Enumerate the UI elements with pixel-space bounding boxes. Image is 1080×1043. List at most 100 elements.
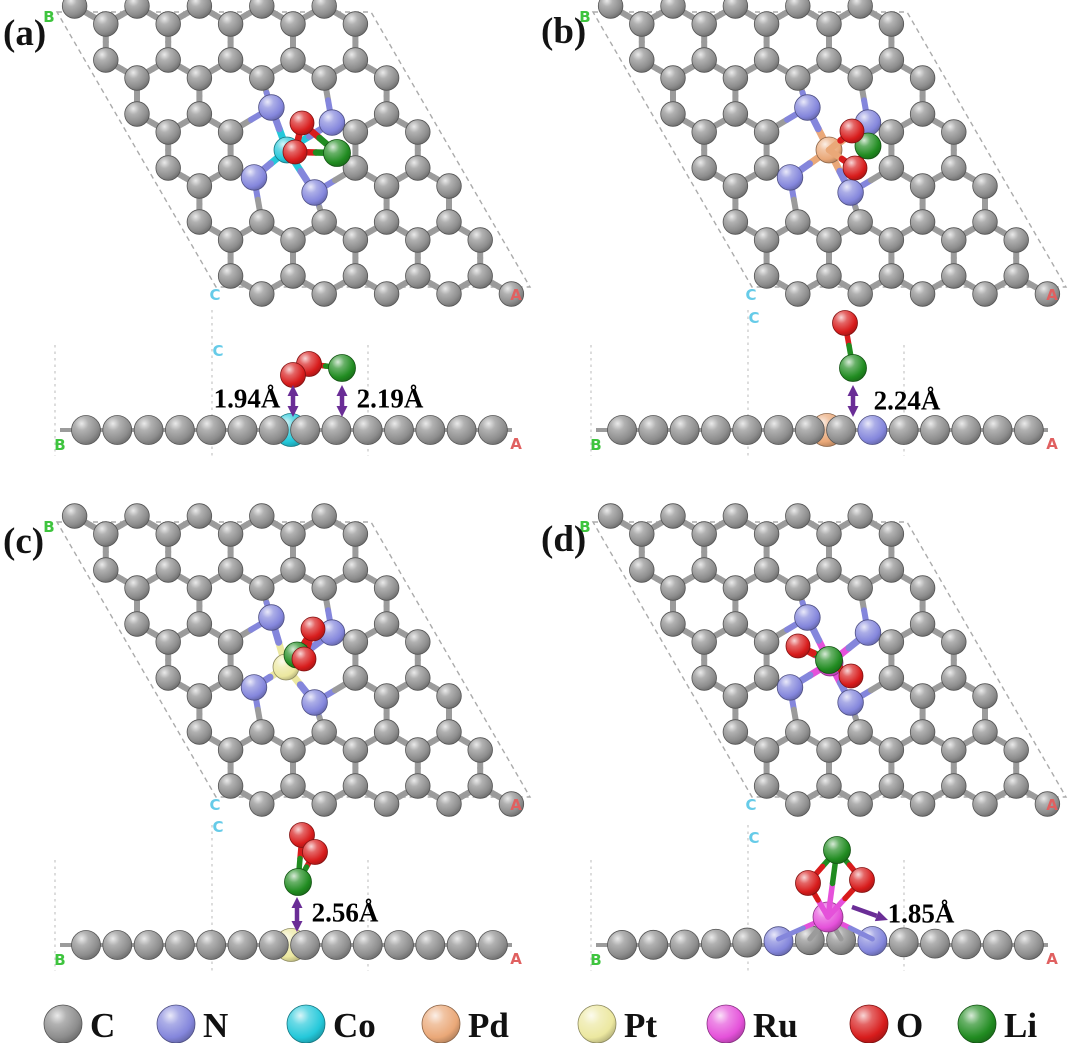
graphene-atoms bbox=[61, 503, 525, 817]
atom-C bbox=[847, 209, 873, 235]
atom-C bbox=[61, 503, 88, 529]
atom-C bbox=[436, 683, 462, 709]
axis-label-A: A bbox=[510, 435, 522, 453]
atom-C bbox=[280, 263, 306, 289]
atom-C bbox=[660, 65, 686, 91]
atom-C bbox=[722, 0, 749, 19]
atom-O bbox=[300, 616, 326, 642]
legend-item-O: O bbox=[849, 1004, 923, 1043]
atom-C bbox=[186, 611, 213, 637]
atom-C bbox=[909, 65, 936, 91]
atom-O bbox=[838, 663, 864, 689]
atom-C bbox=[498, 791, 525, 817]
atom-C bbox=[722, 575, 749, 601]
atom-C bbox=[722, 683, 749, 709]
atom-C bbox=[373, 65, 400, 91]
atom-O bbox=[832, 310, 858, 336]
atom-C bbox=[280, 773, 306, 799]
atom-C bbox=[847, 791, 873, 817]
atom-C bbox=[186, 209, 213, 235]
atom-C bbox=[972, 281, 998, 307]
atom-C bbox=[290, 930, 321, 960]
atom-C bbox=[951, 415, 982, 445]
atom-C bbox=[972, 173, 998, 199]
atom-C bbox=[972, 209, 998, 235]
atom-C bbox=[311, 503, 337, 529]
atom-C bbox=[982, 929, 1013, 960]
axis-label-A: A bbox=[510, 796, 522, 814]
atom-C bbox=[311, 209, 337, 235]
atom-N bbox=[837, 689, 864, 716]
atom-O bbox=[795, 870, 821, 896]
atom-C bbox=[436, 173, 462, 199]
atom-C bbox=[415, 930, 446, 960]
graphene-atoms bbox=[61, 0, 525, 307]
atom-C bbox=[373, 719, 400, 745]
atom-C bbox=[415, 415, 446, 445]
atom-C bbox=[847, 65, 873, 91]
atom-C bbox=[785, 575, 811, 601]
atom-C bbox=[436, 209, 462, 235]
atom-C bbox=[373, 173, 400, 199]
arrow-head bbox=[291, 921, 303, 932]
atom-C bbox=[217, 47, 244, 73]
atom-C bbox=[941, 665, 967, 691]
atom-C bbox=[826, 415, 856, 445]
atom-C bbox=[1014, 415, 1044, 445]
atom-C bbox=[972, 683, 998, 709]
atom-C bbox=[43, 1004, 83, 1043]
atom-C bbox=[878, 665, 905, 691]
atom-C bbox=[342, 773, 369, 799]
atom-C bbox=[467, 227, 493, 253]
atom-C bbox=[164, 415, 195, 445]
arrow-head bbox=[874, 910, 888, 922]
axis-label-A: A bbox=[510, 286, 522, 304]
atom-C bbox=[102, 930, 133, 960]
atom-C bbox=[227, 415, 258, 445]
atom-C bbox=[186, 503, 213, 529]
atom-C bbox=[638, 415, 669, 445]
axis-label-C: C bbox=[748, 829, 759, 847]
atom-C bbox=[669, 929, 700, 960]
atom-C bbox=[816, 227, 842, 253]
atom-C bbox=[217, 629, 244, 655]
atom-N bbox=[258, 94, 285, 121]
atom-C bbox=[753, 665, 780, 691]
atom-C bbox=[249, 791, 275, 817]
atom-O bbox=[291, 646, 317, 672]
atom-C bbox=[972, 791, 998, 817]
atom-C bbox=[280, 47, 306, 73]
atom-N bbox=[776, 674, 804, 701]
panel-label-a: (a) bbox=[3, 13, 47, 54]
atom-N bbox=[837, 179, 864, 206]
atom-C bbox=[909, 791, 936, 817]
atom-C bbox=[691, 521, 717, 547]
axis-label-C: C bbox=[748, 309, 759, 327]
atom-C bbox=[941, 119, 967, 145]
atom-C bbox=[920, 415, 950, 445]
atom-C bbox=[794, 415, 825, 445]
atom-C bbox=[61, 0, 88, 19]
atom-C bbox=[373, 611, 400, 637]
atom-C bbox=[155, 11, 181, 37]
atom-C bbox=[722, 719, 749, 745]
legend-item-Pt: Pt bbox=[577, 1004, 657, 1043]
bond bbox=[847, 925, 875, 942]
legend-item-N: N bbox=[156, 1004, 228, 1043]
atom-C bbox=[342, 119, 369, 145]
atom-Li bbox=[839, 354, 867, 382]
axis-label-B: B bbox=[579, 8, 590, 26]
atom-C bbox=[941, 155, 967, 181]
atom-C bbox=[342, 665, 369, 691]
atom-C bbox=[217, 557, 244, 583]
atom-C bbox=[352, 415, 383, 445]
atom-C bbox=[878, 629, 905, 655]
atom-C bbox=[753, 557, 780, 583]
atom-C bbox=[878, 155, 905, 181]
atom-C bbox=[638, 929, 669, 960]
legend-item-Co: Co bbox=[286, 1004, 376, 1043]
atom-C bbox=[311, 0, 337, 19]
